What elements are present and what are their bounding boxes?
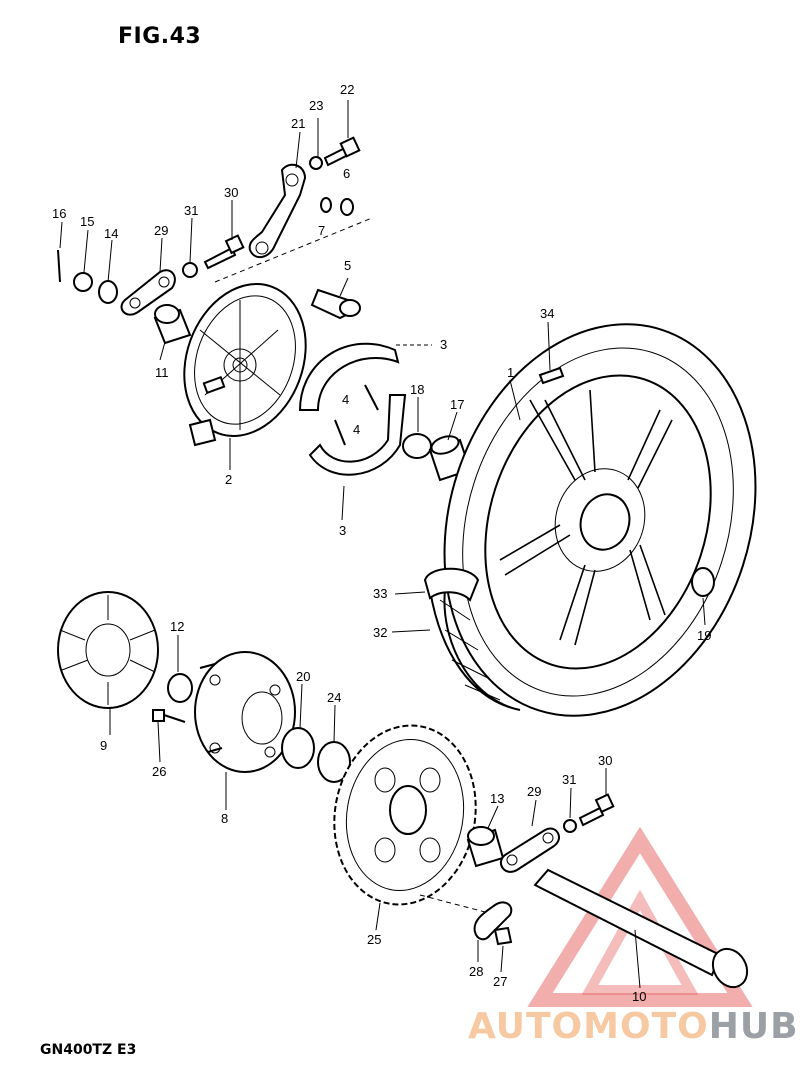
callout-27: 27 bbox=[493, 974, 507, 989]
callout-29-lower: 29 bbox=[527, 784, 541, 799]
callout-3-upper: 3 bbox=[440, 337, 447, 352]
rear-wheel-1 bbox=[443, 323, 757, 717]
rim-band-33 bbox=[423, 567, 480, 602]
brake-shoe-3-upper bbox=[298, 342, 400, 411]
callout-34: 34 bbox=[540, 306, 554, 321]
callout-8: 8 bbox=[221, 811, 228, 826]
callout-28: 28 bbox=[469, 964, 483, 979]
callout-31-lower: 31 bbox=[562, 772, 576, 787]
callout-6: 6 bbox=[343, 166, 350, 181]
callout-26: 26 bbox=[152, 764, 166, 779]
callout-12: 12 bbox=[170, 619, 184, 634]
chain-adjuster-28 bbox=[473, 901, 513, 941]
spring-4-b bbox=[364, 384, 379, 411]
cush-rubber-9 bbox=[57, 591, 159, 709]
callout-5: 5 bbox=[344, 258, 351, 273]
washer-6 bbox=[340, 198, 354, 216]
cotter-pin-16 bbox=[57, 249, 61, 283]
callout-23: 23 bbox=[309, 98, 323, 113]
callout-2: 2 bbox=[225, 472, 232, 487]
nut-31-upper bbox=[182, 262, 198, 278]
callout-14: 14 bbox=[104, 226, 118, 241]
callout-13: 13 bbox=[490, 791, 504, 806]
callout-19: 19 bbox=[697, 628, 711, 643]
brake-panel-2 bbox=[183, 283, 307, 447]
bolt-22 bbox=[323, 136, 361, 167]
callout-32: 32 bbox=[373, 625, 387, 640]
torque-link-29-lower bbox=[499, 827, 560, 873]
callout-25: 25 bbox=[367, 932, 381, 947]
callout-16: 16 bbox=[52, 206, 66, 221]
callout-24: 24 bbox=[327, 690, 341, 705]
watermark-part2: HUB bbox=[708, 1006, 799, 1047]
callout-11: 11 bbox=[155, 365, 169, 380]
brake-shoe-3-lower bbox=[308, 394, 407, 476]
callout-1: 1 bbox=[507, 365, 514, 380]
callout-30-lower: 30 bbox=[598, 753, 612, 768]
bolt-30-upper bbox=[203, 234, 245, 270]
callout-4-b: 4 bbox=[353, 422, 360, 437]
torque-link-29 bbox=[120, 269, 176, 316]
bolt-26 bbox=[152, 709, 186, 723]
sprocket-hub-8 bbox=[194, 651, 296, 773]
callout-4-a: 4 bbox=[342, 392, 349, 407]
leader-lines bbox=[59, 100, 706, 989]
callout-21: 21 bbox=[291, 116, 305, 131]
spring-4-a bbox=[334, 419, 346, 446]
rear-axle-10 bbox=[533, 868, 749, 989]
oil-seal-19 bbox=[691, 567, 715, 597]
callout-18: 18 bbox=[410, 382, 424, 397]
spacer-11 bbox=[153, 304, 192, 345]
watermark-text: AUTOMOTOHUB bbox=[468, 1006, 799, 1047]
nut-31-lower bbox=[563, 819, 577, 833]
nut-7 bbox=[320, 197, 332, 213]
nut-27 bbox=[493, 926, 513, 946]
spacer-13 bbox=[466, 826, 505, 868]
callout-31-upper: 31 bbox=[184, 203, 198, 218]
callout-33: 33 bbox=[373, 586, 387, 601]
rear-sprocket-25 bbox=[333, 724, 477, 906]
bearing-20 bbox=[281, 727, 315, 769]
watermark-part1: AUTOMOTO bbox=[468, 1006, 709, 1047]
callout-7: 7 bbox=[318, 223, 325, 238]
spacer-12 bbox=[167, 673, 193, 703]
callout-17: 17 bbox=[450, 397, 464, 412]
oil-seal-18 bbox=[402, 433, 432, 459]
valve-34 bbox=[538, 366, 565, 385]
callout-9: 9 bbox=[100, 738, 107, 753]
callout-10: 10 bbox=[632, 989, 646, 1004]
callout-labels: 22 23 21 6 30 7 16 15 14 29 31 5 3 34 11… bbox=[52, 82, 711, 1004]
figure-title: FIG.43 bbox=[118, 24, 202, 49]
washer-23 bbox=[309, 156, 323, 170]
washer-14 bbox=[98, 280, 118, 304]
brake-arm-21 bbox=[248, 163, 307, 259]
callout-3-lower: 3 bbox=[339, 523, 346, 538]
tire-32 bbox=[429, 589, 521, 711]
callout-15: 15 bbox=[80, 214, 94, 229]
guide-line-arm bbox=[214, 217, 373, 283]
callout-30-upper: 30 bbox=[224, 185, 238, 200]
callout-20: 20 bbox=[296, 669, 310, 684]
callout-22: 22 bbox=[340, 82, 354, 97]
bolt-30-lower bbox=[578, 793, 615, 827]
model-code: GN400TZ E3 bbox=[40, 1042, 137, 1058]
callout-29-upper: 29 bbox=[154, 223, 168, 238]
brake-cam-5 bbox=[310, 288, 361, 320]
castle-nut-15 bbox=[73, 272, 93, 292]
